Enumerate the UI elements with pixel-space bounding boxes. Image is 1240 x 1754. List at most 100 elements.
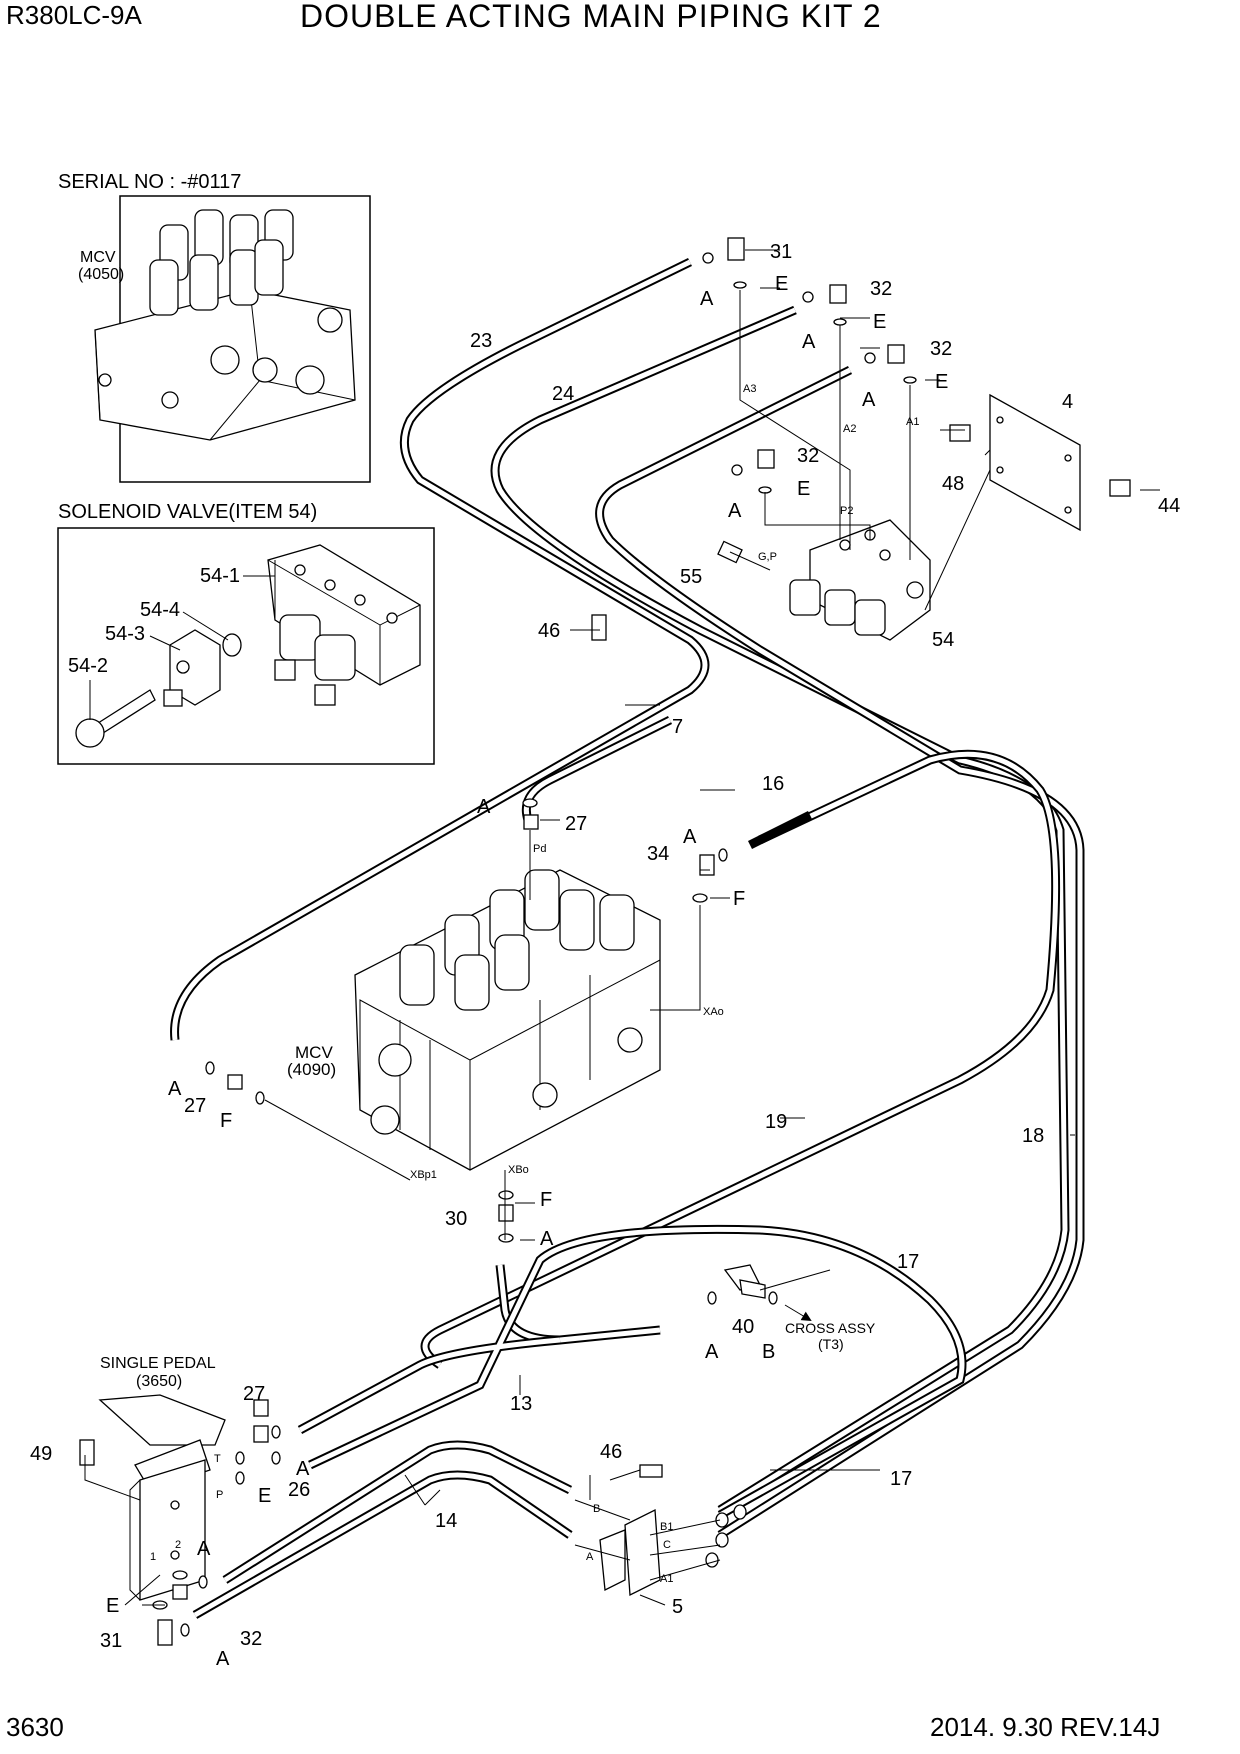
svg-text:A: A <box>540 1228 554 1250</box>
hose-16 <box>747 810 813 850</box>
leader-lines <box>84 249 1160 1606</box>
callout-27-left: 27 <box>184 1095 206 1117</box>
callout-5: 5 <box>672 1596 683 1618</box>
callout-54: 54 <box>932 629 954 651</box>
callout-23: 23 <box>470 330 492 352</box>
svg-text:P: P <box>216 1489 223 1501</box>
callout-48: 48 <box>942 473 964 495</box>
svg-text:A: A <box>168 1078 182 1100</box>
callout-32-low: 32 <box>797 445 819 467</box>
svg-text:P2: P2 <box>840 505 853 517</box>
svg-text:B: B <box>762 1341 775 1363</box>
callout-13: 13 <box>510 1393 532 1415</box>
svg-text:2: 2 <box>175 1539 181 1551</box>
solenoid-valve-assy <box>789 519 931 641</box>
cross-fitting-40 <box>723 1264 766 1299</box>
svg-text:A: A <box>216 1648 230 1670</box>
mount-plate <box>989 393 1081 532</box>
hose-23 <box>170 257 710 1041</box>
hose-19 <box>420 749 1061 1369</box>
svg-text:B1: B1 <box>660 1521 673 1533</box>
model-code: R380LC-9A <box>6 0 142 30</box>
inset-mcv-label: MCV <box>80 249 116 266</box>
svg-text:A: A <box>296 1458 310 1480</box>
svg-text:1: 1 <box>150 1551 156 1563</box>
svg-text:A3: A3 <box>743 383 756 395</box>
svg-text:F: F <box>540 1189 552 1211</box>
solenoid-drawing <box>75 544 421 748</box>
svg-text:E: E <box>935 371 948 393</box>
callout-32-lower: 32 <box>240 1628 262 1650</box>
callout-31-top: 31 <box>770 241 792 263</box>
svg-text:C: C <box>663 1539 671 1551</box>
inset-mcv-code: (4050) <box>78 266 124 283</box>
svg-text:A1: A1 <box>660 1573 673 1585</box>
svg-text:G,P: G,P <box>758 551 777 563</box>
callout-14: 14 <box>435 1510 457 1532</box>
svg-text:A: A <box>477 796 491 818</box>
hose-14 <box>192 1440 573 1619</box>
hose-18 <box>595 365 1085 1539</box>
mcv-code: (4090) <box>287 1060 336 1079</box>
svg-text:E: E <box>797 478 810 500</box>
callout-26: 26 <box>288 1479 310 1501</box>
svg-text:Pd: Pd <box>533 843 546 855</box>
svg-text:A2: A2 <box>843 423 856 435</box>
solenoid-callouts: 54-1 54-4 54-3 54-2 <box>68 565 275 720</box>
callout-46-top: 46 <box>538 620 560 642</box>
callout-18: 18 <box>1022 1125 1044 1147</box>
callout-54-3: 54-3 <box>105 623 145 645</box>
svg-text:A: A <box>197 1538 211 1560</box>
callout-17-upper: 17 <box>897 1251 919 1273</box>
fittings <box>79 237 1131 1646</box>
callout-46-lower: 46 <box>600 1441 622 1463</box>
hose-24 <box>490 305 1070 1514</box>
callout-55: 55 <box>680 566 702 588</box>
callout-54-1: 54-1 <box>200 565 240 587</box>
pedal-code: (3650) <box>136 1373 182 1390</box>
svg-text:XBp1: XBp1 <box>410 1169 437 1181</box>
svg-text:A: A <box>862 389 876 411</box>
callout-numbers: 31 32 32 32 23 24 4 48 44 55 54 46 7 16 … <box>30 241 1180 1652</box>
main-mcv-drawing <box>354 869 661 1171</box>
hose-17 <box>297 1224 967 1519</box>
svg-text:A: A <box>802 331 816 353</box>
callout-24: 24 <box>552 383 574 405</box>
svg-text:A: A <box>705 1341 719 1363</box>
port-labels: A3 A2 A1 P2 G,P Pd XAo XBp1 XBo B B1 C A… <box>150 383 919 1585</box>
callout-7: 7 <box>672 716 683 738</box>
pedal-drawing <box>98 1394 226 1601</box>
svg-text:F: F <box>733 888 745 910</box>
cross-assy-code: (T3) <box>818 1336 844 1352</box>
callout-16: 16 <box>762 773 784 795</box>
inset-mcv-drawing <box>94 209 356 441</box>
svg-text:XAo: XAo <box>703 1006 724 1018</box>
callout-54-2: 54-2 <box>68 655 108 677</box>
callout-32-top: 32 <box>870 278 892 300</box>
solenoid-inset-frame <box>57 527 435 765</box>
svg-text:A: A <box>728 500 742 522</box>
seal-letters: A E A E A E A E A A F A F F A A B A E A … <box>106 273 948 1670</box>
cross-assy-label: CROSS ASSY <box>785 1320 876 1336</box>
svg-text:E: E <box>873 311 886 333</box>
svg-text:A: A <box>700 288 714 310</box>
callout-19: 19 <box>765 1111 787 1133</box>
page-number: 3630 <box>6 1712 64 1742</box>
callout-40: 40 <box>732 1316 754 1338</box>
bracket-5 <box>599 1508 661 1597</box>
svg-text:T: T <box>214 1453 221 1465</box>
svg-text:E: E <box>106 1595 119 1617</box>
svg-text:B: B <box>593 1503 600 1515</box>
callout-49: 49 <box>30 1443 52 1465</box>
callout-32-mid: 32 <box>930 338 952 360</box>
callout-17-lower: 17 <box>890 1468 912 1490</box>
solenoid-caption: SOLENOID VALVE(ITEM 54) <box>58 501 317 523</box>
callout-27-top: 27 <box>565 813 587 835</box>
callout-27-pedal: 27 <box>243 1383 265 1405</box>
svg-text:A: A <box>683 826 697 848</box>
svg-text:F: F <box>220 1110 232 1132</box>
callout-44: 44 <box>1158 495 1180 517</box>
callout-30: 30 <box>445 1208 467 1230</box>
svg-text:E: E <box>258 1485 271 1507</box>
